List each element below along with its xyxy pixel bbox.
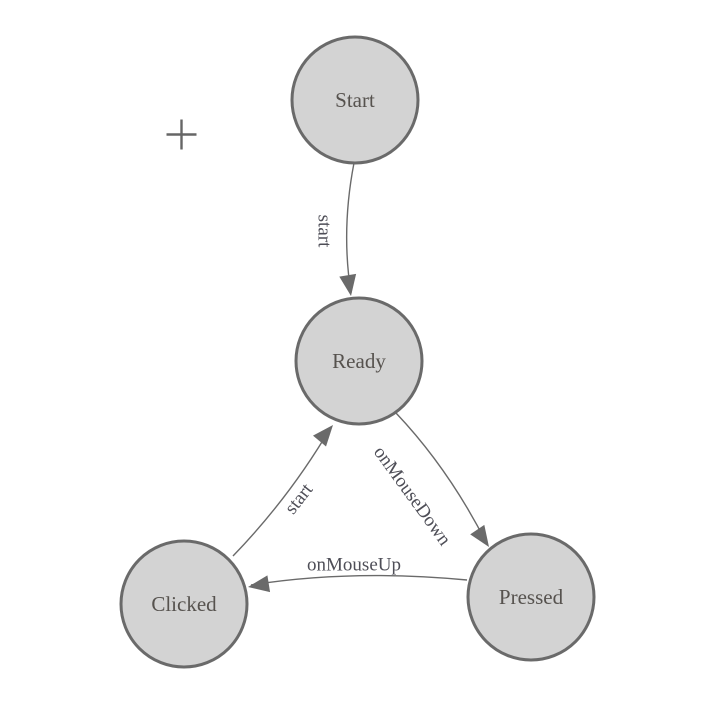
state-circle-pressed[interactable] <box>466 532 596 662</box>
edge-clicked-to-ready: start <box>232 425 333 557</box>
edge-label-start-to-ready: start <box>314 215 335 248</box>
state-node-start: Start <box>290 35 420 165</box>
state-label-pressed: Pressed <box>499 585 564 609</box>
state-circle-clicked[interactable] <box>119 539 249 669</box>
state-node-ready: Ready <box>294 296 424 426</box>
crosshair-icon <box>166 119 197 150</box>
arrowhead-icon <box>339 273 357 296</box>
edge-label-pressed-to-clicked: onMouseUp <box>307 555 401 576</box>
arrowhead-icon <box>470 524 489 547</box>
edge-line-pressed-to-clicked[interactable] <box>250 574 468 586</box>
edge-label-clicked-to-ready: start <box>281 479 318 518</box>
state-label-ready: Ready <box>332 349 386 373</box>
state-circle-ready[interactable] <box>294 296 424 426</box>
state-node-clicked: Clicked <box>119 539 249 669</box>
edge-label-ready-to-pressed: onMouseDown <box>369 442 455 550</box>
edge-line-ready-to-pressed[interactable] <box>395 412 488 545</box>
state-label-clicked: Clicked <box>151 592 217 616</box>
edge-pressed-to-clicked: onMouseUp <box>248 555 468 593</box>
state-label-start: Start <box>335 88 375 112</box>
arrowhead-icon <box>312 425 333 447</box>
edge-start-to-ready: start <box>314 162 357 296</box>
state-node-pressed: Pressed <box>466 532 596 662</box>
arrowhead-icon <box>248 575 271 593</box>
edge-ready-to-pressed: onMouseDown <box>369 412 489 550</box>
state-circle-start[interactable] <box>290 35 420 165</box>
edge-line-start-to-ready[interactable] <box>345 162 355 294</box>
edge-line-clicked-to-ready[interactable] <box>232 426 332 557</box>
